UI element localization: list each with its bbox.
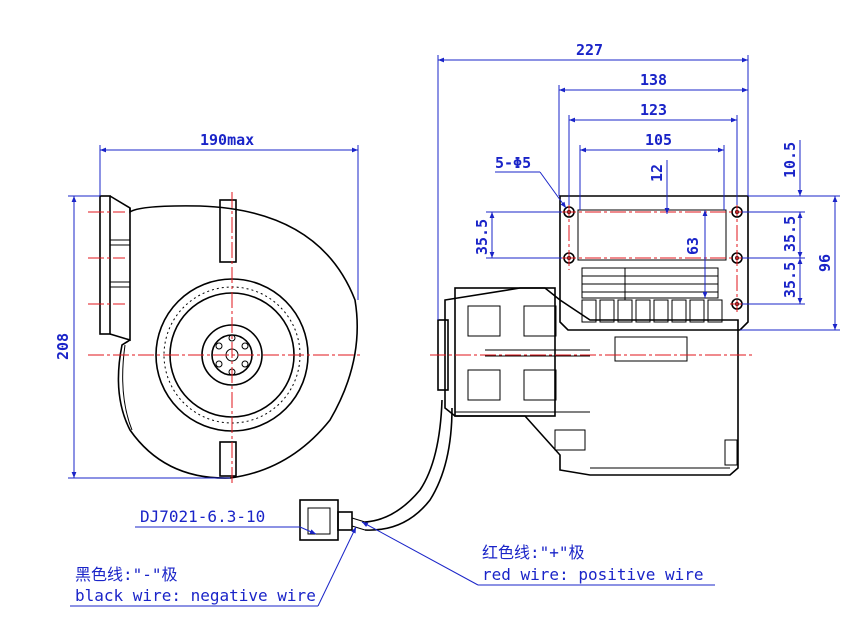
inlet-grille — [581, 267, 719, 299]
dim-227: 227 — [576, 41, 603, 59]
callouts: DJ7021-6.3-10 黑色线:"-"极 black wire: negat… — [70, 507, 715, 607]
bottom-tab — [219, 441, 237, 477]
dim-208: 208 — [54, 333, 72, 360]
scroll-housing — [117, 205, 358, 479]
connector-label: DJ7021-6.3-10 — [140, 507, 265, 526]
red-wire-en: red wire: positive wire — [482, 565, 704, 584]
dim-35-5-left: 35.5 — [473, 219, 491, 255]
dim-35-5-a: 35.5 — [781, 216, 799, 252]
motor-body — [444, 287, 739, 476]
grille-slots — [581, 299, 723, 323]
dim-138: 138 — [640, 71, 667, 89]
dim-63: 63 — [684, 237, 702, 255]
black-wire-en: black wire: negative wire — [75, 586, 316, 605]
outlet-flange — [99, 195, 111, 335]
dim-96: 96 — [816, 254, 834, 272]
side-dimensions: 227 138 123 105 12 63 35.5 10.5 — [437, 41, 840, 331]
front-view — [88, 192, 360, 485]
holes-callout: 5-Φ5 — [495, 154, 531, 172]
black-wire-cn: 黑色线:"-"极 — [75, 565, 178, 584]
dim-123: 123 — [640, 101, 667, 119]
dim-35-5-b: 35.5 — [781, 262, 799, 298]
top-tab — [219, 199, 237, 263]
dim-105: 105 — [645, 131, 672, 149]
dim-10-5: 10.5 — [781, 142, 799, 178]
red-wire-cn: 红色线:"+"极 — [482, 543, 585, 562]
dim-190max: 190max — [200, 131, 254, 149]
front-dimensions: 190max 208 — [54, 131, 359, 479]
wiring — [299, 399, 453, 541]
dim-12: 12 — [648, 164, 666, 182]
